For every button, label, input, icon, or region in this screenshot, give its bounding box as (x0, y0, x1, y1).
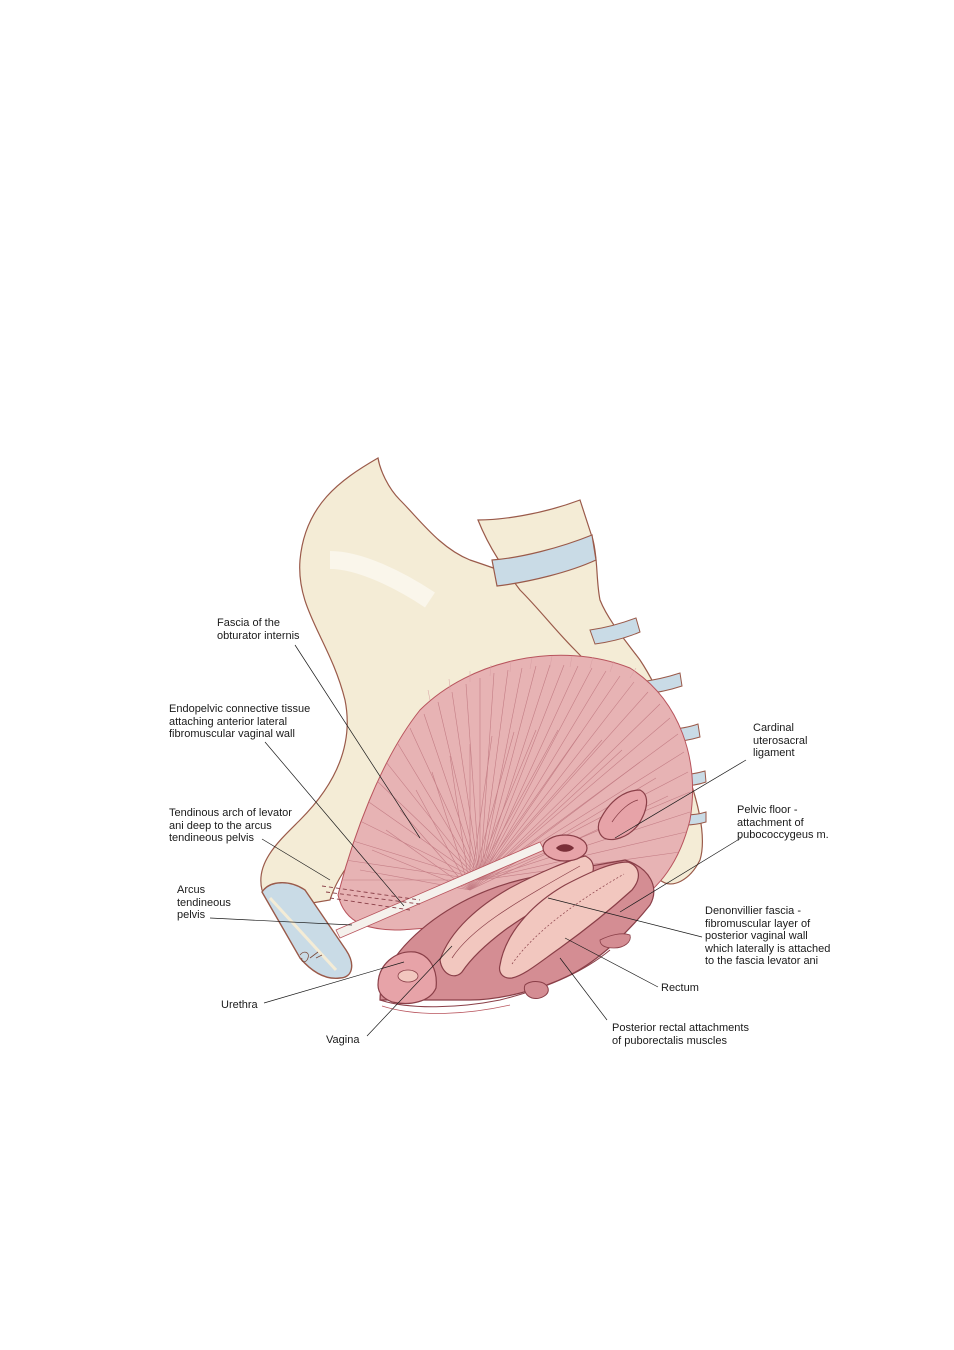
label-arcus-tendineus: Arcus tendineous pelvis (177, 884, 231, 921)
label-cardinal-ligament: Cardinal uterosacral ligament (753, 722, 808, 759)
leader-rectum (564, 937, 659, 988)
leader-lines (209, 644, 747, 1037)
leader-tendinous-arch (261, 838, 331, 881)
label-posterior-rectal: Posterior rectal attachments of puborect… (612, 1022, 749, 1047)
label-vagina: Vagina (326, 1034, 360, 1046)
leader-fascia-obturator (294, 644, 421, 839)
sacrum (477, 499, 703, 885)
label-denonvillier-fascia: Denonvillier fascia - fibromuscular laye… (705, 905, 831, 967)
tendinous-arch-dashes (321, 885, 421, 911)
levator-ani-muscle (337, 654, 693, 931)
label-tendinous-arch: Tendinous arch of levator ani deep to th… (169, 807, 292, 844)
leader-cardinal (614, 759, 747, 839)
label-rectum: Rectum (661, 982, 699, 994)
leader-arcus (209, 917, 353, 926)
leader-vagina (366, 945, 453, 1037)
label-fascia-obturator: Fascia of the obturator internis (217, 617, 300, 642)
label-urethra: Urethra (221, 999, 258, 1011)
pubic-symphysis (261, 882, 353, 979)
label-pelvic-floor: Pelvic floor - attachment of pubococcyge… (737, 804, 829, 841)
pelvic-viscera (377, 789, 655, 1014)
leader-posterior-rectal (559, 957, 608, 1021)
leader-denonvillier (547, 897, 703, 938)
artist-signature (299, 951, 323, 963)
label-endopelvic: Endopelvic connective tissue attaching a… (169, 703, 311, 740)
leader-endopelvic (264, 741, 405, 907)
leader-pelvic-floor (619, 837, 742, 913)
leader-urethra (263, 961, 405, 1004)
